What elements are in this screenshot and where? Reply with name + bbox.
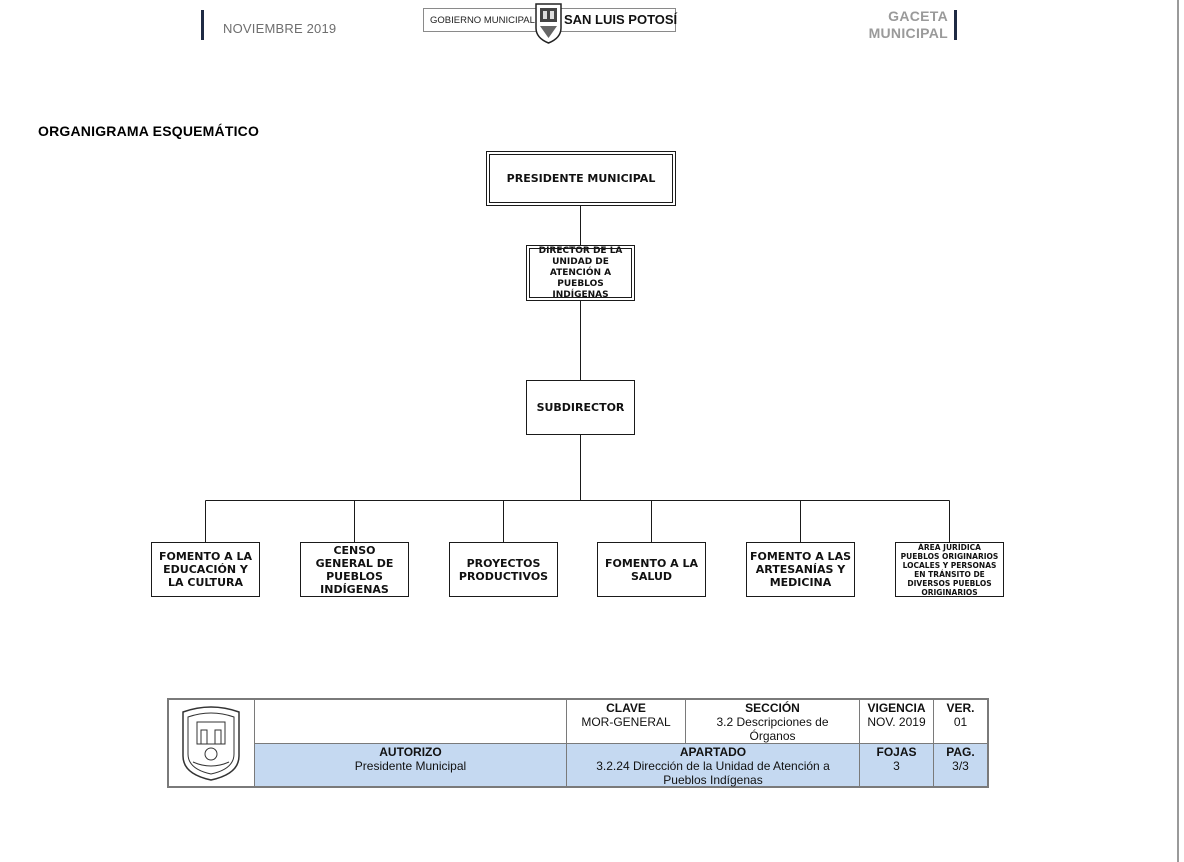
org-box-president: PRESIDENTE MUNICIPAL [486, 151, 676, 206]
gaceta-line1: GACETA [888, 8, 948, 24]
org-box-area-label: ÁREA JURÍDICA PUEBLOS ORIGINARIOS LOCALE… [900, 542, 999, 597]
vigencia-cell: VIGENCIA NOV. 2019 [860, 700, 934, 744]
fojas-cell: FOJAS 3 [860, 744, 934, 786]
gaceta-line2: MUNICIPAL [868, 25, 948, 41]
org-box-area-label: PROYECTOS PRODUCTIVOS [458, 556, 549, 583]
org-box-subdirector: SUBDIRECTOR [526, 380, 635, 435]
autorizo-cell: AUTORIZO Presidente Municipal [255, 744, 567, 786]
org-box-area-legal: ÁREA JURÍDICA PUEBLOS ORIGINARIOS LOCALE… [895, 542, 1004, 597]
seccion-label: SECCIÓN [745, 701, 800, 715]
pag-label: PAG. [946, 745, 975, 759]
apartado-cell: APARTADO 3.2.24 Dirección de la Unidad d… [567, 744, 860, 787]
municipal-logo-banner: GOBIERNO MUNICIPAL SAN LUIS POTOSÍ [423, 3, 678, 44]
header-accent-bar-right [954, 10, 957, 40]
coat-of-arms-icon [535, 3, 562, 44]
org-box-area-crafts: FOMENTO A LAS ARTESANÍAS Y MEDICINA [746, 542, 855, 597]
org-box-area-health: FOMENTO A LA SALUD [597, 542, 706, 597]
org-box-area-education: FOMENTO A LA EDUCACIÓN Y LA CULTURA [151, 542, 260, 597]
city-label: SAN LUIS POTOSÍ [564, 12, 678, 27]
clave-label: CLAVE [606, 701, 646, 715]
org-box-area-label: FOMENTO A LA EDUCACIÓN Y LA CULTURA [158, 550, 253, 589]
org-box-area-label: FOMENTO A LA SALUD [604, 556, 699, 583]
org-box-area-label: FOMENTO A LAS ARTESANÍAS Y MEDICINA [750, 550, 852, 589]
org-box-area-projects: PROYECTOS PRODUCTIVOS [449, 542, 558, 597]
clave-value: MOR-GENERAL [581, 715, 671, 729]
pag-cell: PAG. 3/3 [934, 744, 987, 786]
gaceta-municipal-label: GACETA MUNICIPAL [869, 8, 948, 42]
apartado-value: 3.2.24 Dirección de la Unidad de Atenció… [596, 759, 830, 787]
gov-label: GOBIERNO MUNICIPAL [430, 15, 535, 26]
autorizo-value: Presidente Municipal [354, 759, 467, 773]
clave-cell: CLAVE MOR-GENERAL [567, 700, 686, 744]
ver-value: 01 [953, 715, 968, 729]
seccion-cell: SECCIÓN 3.2 Descripciones de Órganos [686, 700, 860, 744]
org-box-subdirector-label: SUBDIRECTOR [536, 401, 625, 414]
org-box-president-label: PRESIDENTE MUNICIPAL [506, 172, 656, 185]
header-accent-bar-left [201, 10, 204, 40]
section-title: ORGANIGRAMA ESQUEMÁTICO [38, 123, 260, 139]
org-box-director-label: DIRECTOR DE LA UNIDAD DE ATENCIÓN A PUEB… [538, 245, 623, 300]
ver-label: VER. [946, 701, 975, 715]
org-box-director: DIRECTOR DE LA UNIDAD DE ATENCIÓN A PUEB… [526, 245, 635, 301]
vigencia-value: NOV. 2019 [867, 715, 926, 729]
org-box-area-census: CENSO GENERAL DE PUEBLOS INDÍGENAS [300, 542, 409, 597]
blank-cell [255, 700, 567, 744]
org-box-area-label: CENSO GENERAL DE PUEBLOS INDÍGENAS [315, 543, 394, 596]
pag-value: 3/3 [952, 759, 969, 773]
fojas-value: 3 [893, 759, 900, 773]
seal-cell [169, 700, 255, 786]
seccion-value: 3.2 Descripciones de Órganos [716, 715, 829, 743]
header-date: NOVIEMBRE 2019 [223, 21, 337, 36]
document-control-table: CLAVE MOR-GENERAL SECCIÓN 3.2 Descripcio… [167, 698, 989, 788]
ver-cell: VER. 01 [934, 700, 987, 744]
vigencia-label: VIGENCIA [867, 701, 926, 715]
autorizo-label: AUTORIZO [379, 745, 442, 759]
fojas-label: FOJAS [876, 745, 917, 759]
apartado-label: APARTADO [679, 745, 747, 759]
page-edge-rule [1177, 0, 1179, 862]
municipal-seal-icon [182, 706, 240, 781]
